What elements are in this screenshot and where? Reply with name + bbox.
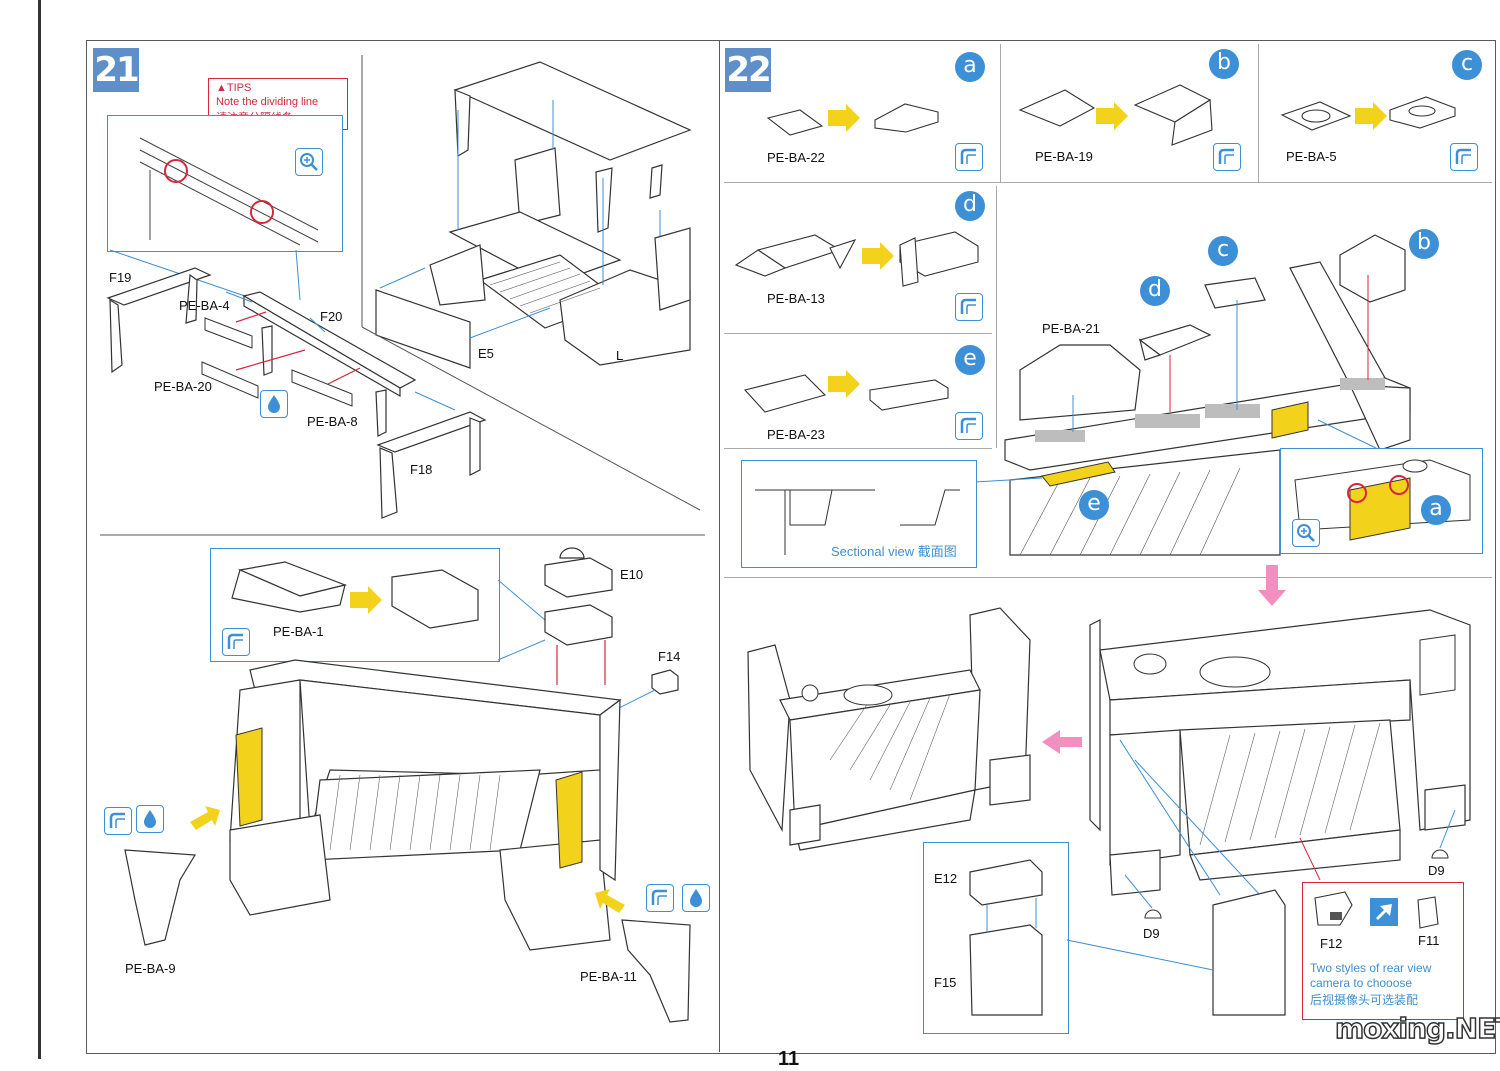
divider-d-main: [996, 186, 997, 448]
label-pe-ba-8: PE-BA-8: [307, 414, 358, 429]
label-pe-ba-1: PE-BA-1: [273, 624, 324, 639]
step-22-number: 22: [725, 48, 772, 92]
label-f15: F15: [934, 975, 957, 990]
label-f20: F20: [320, 309, 343, 324]
pe-ba-1-callout: [210, 548, 500, 662]
page-frame: [86, 40, 1496, 1054]
label-pe-ba-9: PE-BA-9: [125, 961, 176, 976]
divider-lower: [724, 577, 1492, 578]
label-pe-ba-13: PE-BA-13: [767, 291, 825, 306]
label-d9-left: D9: [1143, 926, 1160, 941]
camera-note-line-2: camera to chooose: [1310, 976, 1413, 990]
step-c-marker: c: [1452, 50, 1482, 80]
label-pe-ba-23: PE-BA-23: [767, 427, 825, 442]
label-f12: F12: [1320, 936, 1343, 951]
detail-zoom-box: [107, 115, 343, 252]
bend-icon: [955, 143, 983, 171]
watermark: moxing.NET: [1334, 1011, 1500, 1046]
bend-icon: [955, 412, 983, 440]
magnify-icon: [1292, 519, 1320, 547]
label-l: L: [616, 348, 624, 363]
bend-icon: [222, 628, 250, 656]
label-pe-ba-20: PE-BA-20: [154, 379, 212, 394]
label-pe-ba-21: PE-BA-21: [1042, 321, 1100, 336]
label-f19: F19: [109, 270, 132, 285]
step-d-marker: d: [955, 191, 985, 221]
glue-icon: [136, 805, 164, 833]
callout-e-marker: e: [1079, 490, 1109, 520]
label-pe-ba-11: PE-BA-11: [580, 969, 637, 984]
step-a-marker: a: [955, 52, 985, 82]
binding-edge: [38, 0, 41, 1059]
bend-icon: [1450, 143, 1478, 171]
label-pe-ba-22: PE-BA-22: [767, 150, 825, 165]
detail-a-marker: a: [1421, 495, 1451, 525]
label-f11: F11: [1418, 933, 1440, 948]
camera-note-line-1: Two styles of rear view: [1310, 961, 1432, 975]
callout-c-marker: c: [1208, 236, 1238, 266]
divider-row2: [724, 333, 992, 334]
bend-icon: [646, 884, 674, 912]
callout-d-marker: d: [1140, 276, 1170, 306]
bend-icon: [104, 807, 132, 835]
step-21-number: 21: [93, 48, 140, 92]
camera-note-line-3: 后视摄像头可选装配: [1310, 993, 1419, 1007]
divider-row1: [724, 182, 1492, 183]
tips-line-1: Note the dividing line: [216, 96, 319, 108]
magnify-icon: [295, 148, 323, 176]
page-number: 11: [778, 1048, 800, 1070]
bend-icon: [1213, 143, 1241, 171]
bend-icon: [955, 293, 983, 321]
label-pe-ba-5: PE-BA-5: [1286, 149, 1337, 164]
glue-icon: [260, 390, 288, 418]
label-pe-ba-19: PE-BA-19: [1035, 149, 1093, 164]
divider-row3: [724, 448, 992, 449]
label-e12: E12: [934, 871, 958, 886]
label-f18: F18: [410, 462, 433, 477]
divider-a-b: [1000, 44, 1001, 182]
label-e5: E5: [478, 346, 494, 361]
label-d9-right: D9: [1428, 863, 1445, 878]
divider-vertical: [719, 40, 720, 1052]
sectional-view-label: Sectional view 截面图: [831, 544, 957, 559]
label-pe-ba-4: PE-BA-4: [179, 298, 230, 313]
divider-b-c: [1258, 44, 1259, 182]
glue-icon: [682, 884, 710, 912]
tips-title: ▲TIPS: [216, 82, 252, 94]
label-e10: E10: [620, 567, 644, 582]
step-b-marker: b: [1209, 49, 1239, 79]
callout-b-marker: b: [1409, 229, 1439, 259]
label-f14: F14: [658, 649, 681, 664]
step-e-marker: e: [955, 345, 985, 375]
